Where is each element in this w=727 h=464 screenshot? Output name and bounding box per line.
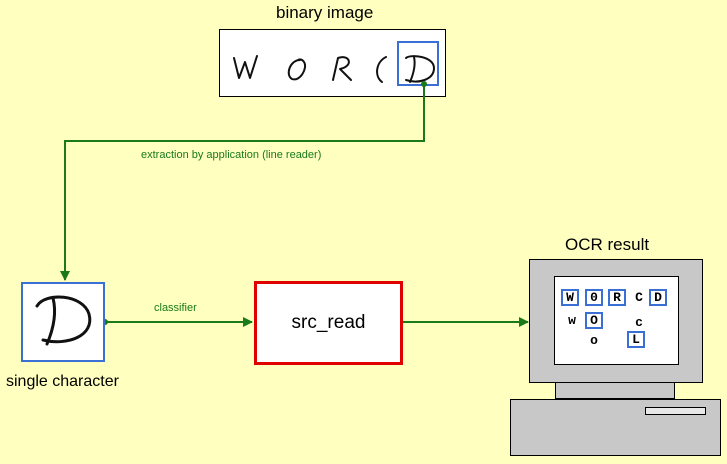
src-read-process-box: src_read	[254, 281, 403, 365]
handwritten-character-d	[35, 295, 92, 346]
binary-image	[219, 29, 446, 97]
monitor-stand	[555, 383, 675, 399]
handwritten-letter-o	[287, 58, 306, 81]
ocr-char: c	[635, 315, 643, 330]
monitor-screen: W 0 R C D w O c o L	[554, 276, 679, 365]
classifier-label: classifier	[154, 302, 197, 314]
ocr-result-title: OCR result	[565, 235, 650, 254]
ocr-char: o	[590, 333, 598, 348]
disk-drive-slot	[645, 407, 706, 415]
process-name: src_read	[291, 312, 366, 333]
extraction-arrow	[60, 84, 425, 281]
ocr-char: W	[561, 289, 579, 306]
ocr-char: O	[585, 312, 603, 329]
handwritten-letter-c	[376, 56, 387, 83]
extraction-highlight-box	[397, 41, 439, 86]
handwritten-letter-d	[405, 55, 435, 83]
handwritten-word-image	[233, 41, 439, 86]
single-character-title: single character	[6, 373, 119, 390]
extraction-label: extraction by application (line reader)	[141, 149, 322, 161]
ocr-char: L	[627, 331, 645, 348]
ocr-char: w	[568, 313, 576, 328]
ocr-char: C	[635, 290, 643, 305]
ocr-char: D	[649, 289, 667, 306]
ocr-char: R	[608, 289, 626, 306]
handwritten-letter-w	[233, 55, 258, 79]
binary-image-title: binary image	[276, 3, 374, 22]
handwritten-letter-r	[332, 56, 352, 81]
ocr-char: 0	[585, 289, 603, 306]
single-character-box	[21, 282, 105, 362]
extraction-start-dot	[421, 81, 427, 87]
